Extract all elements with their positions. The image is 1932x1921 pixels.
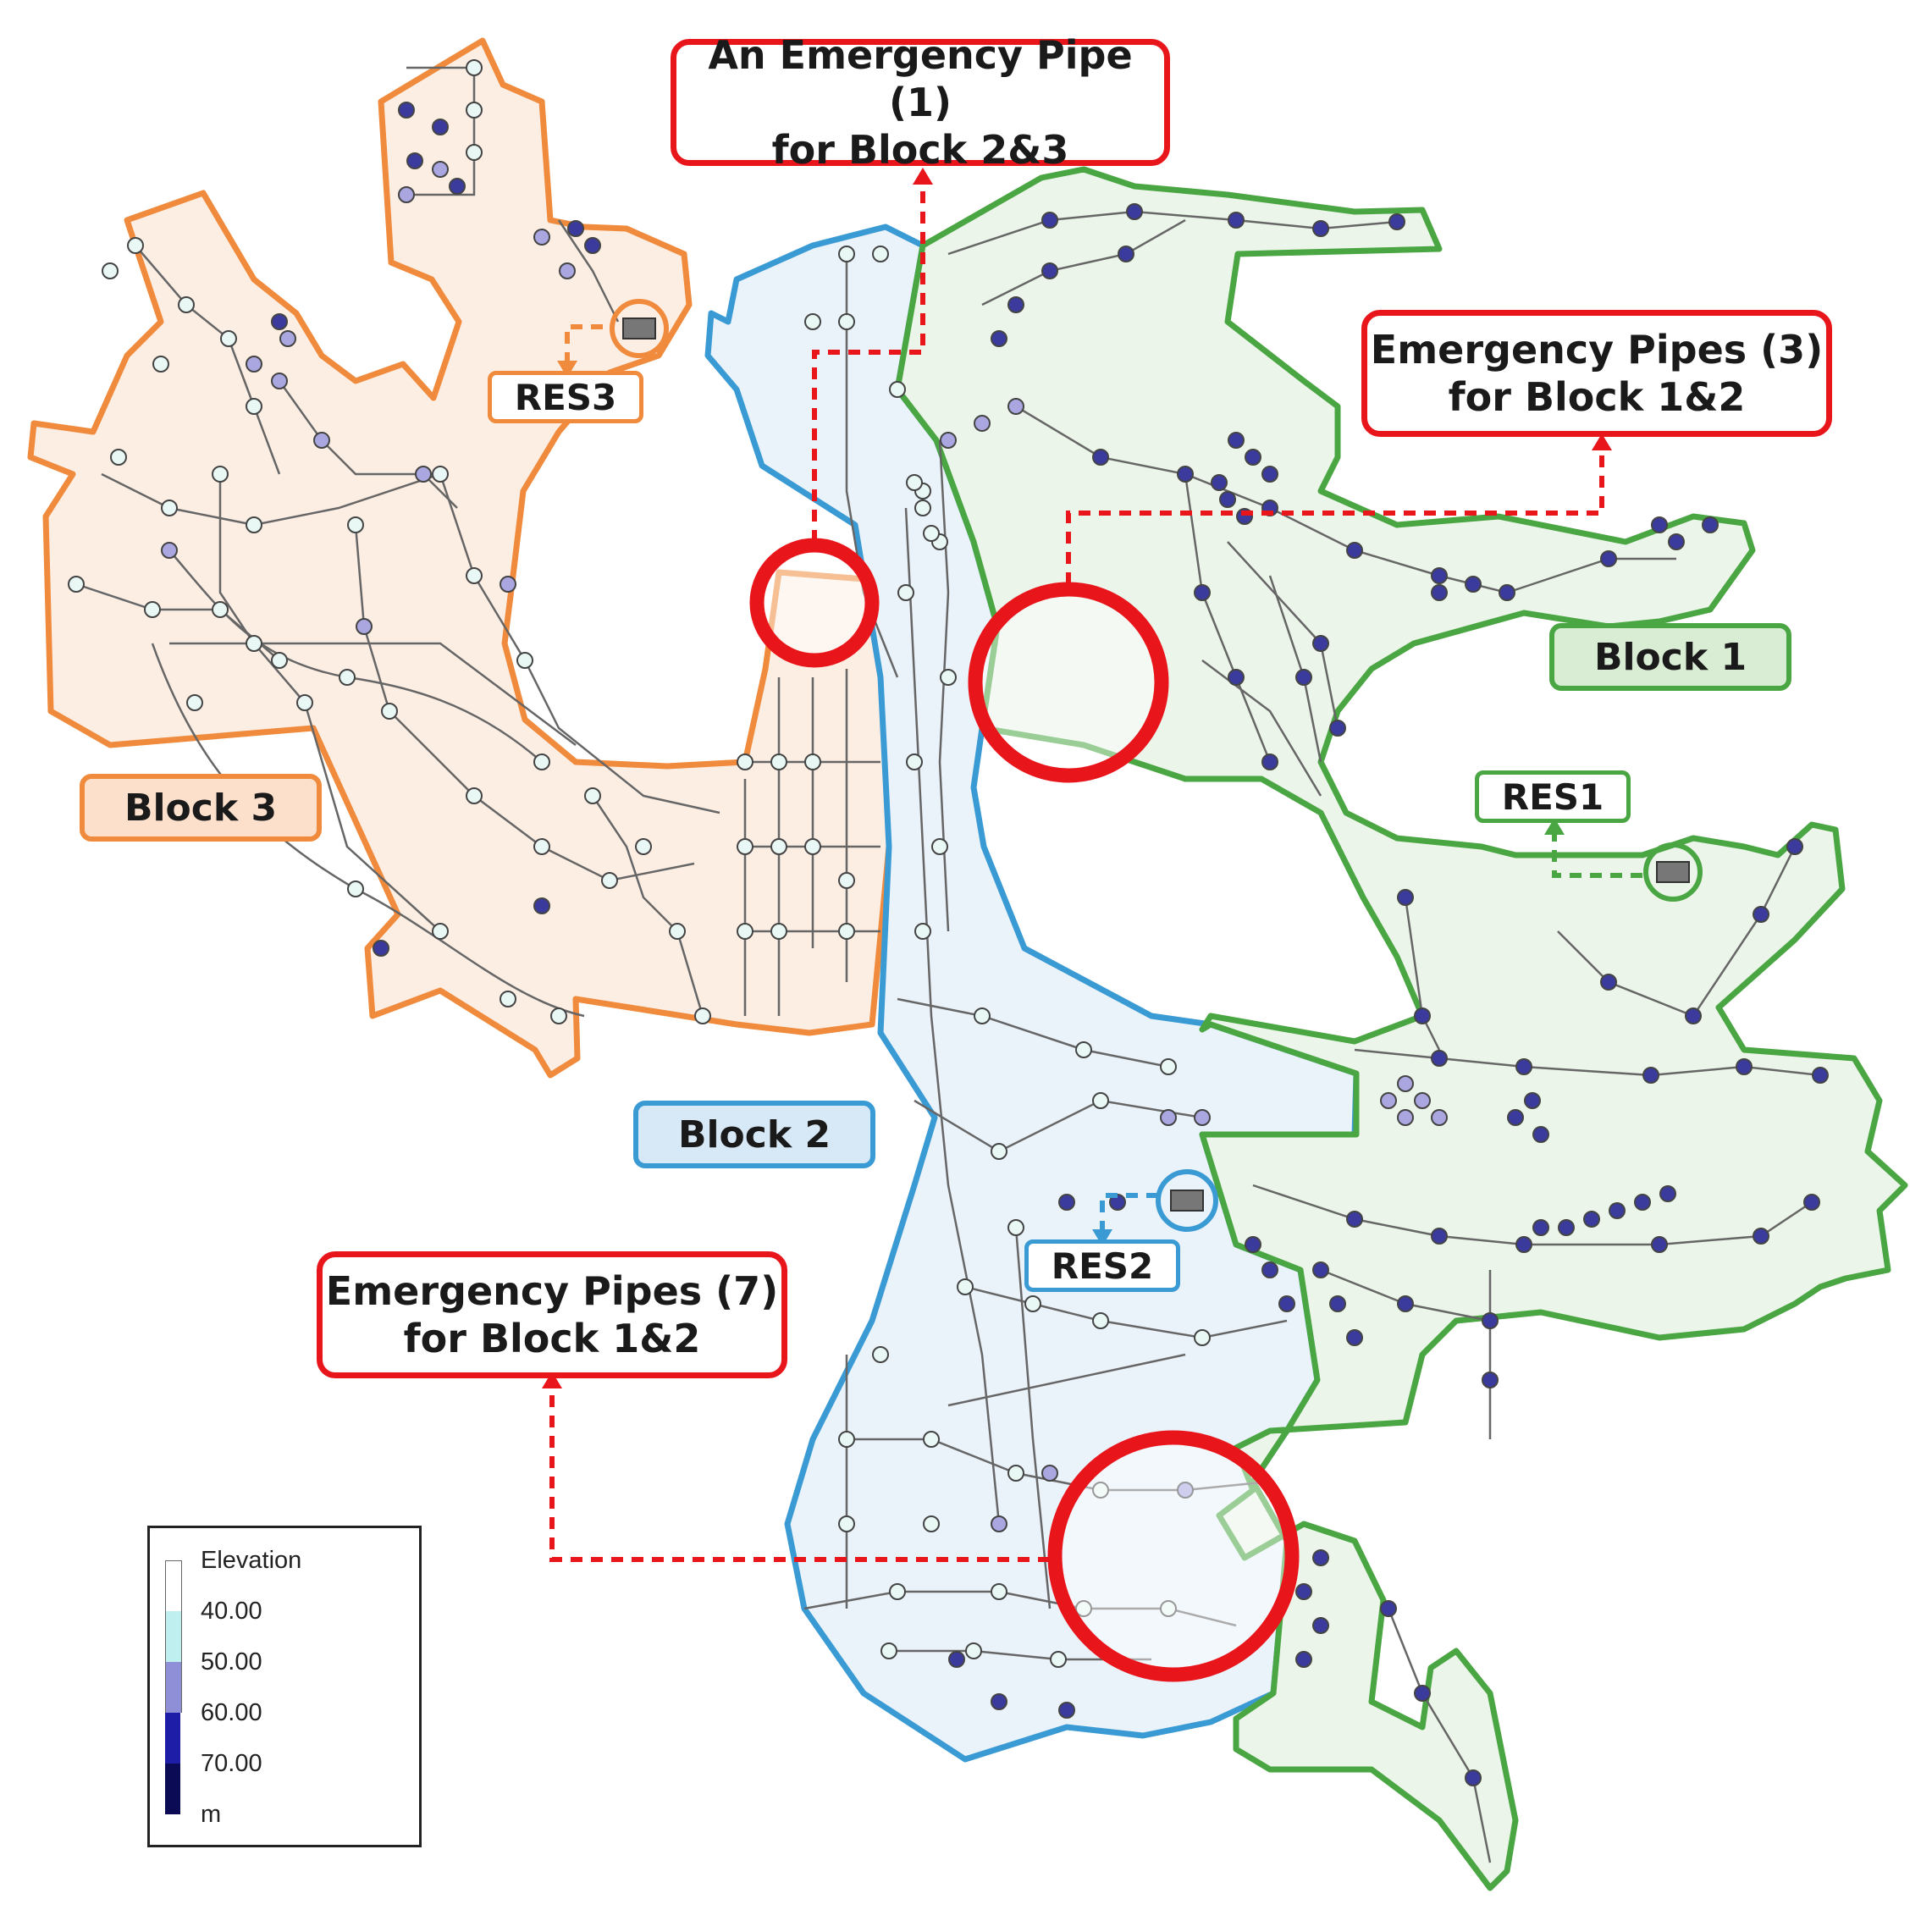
reservoir-res2-marker bbox=[1156, 1169, 1218, 1232]
block-3-region bbox=[27, 37, 892, 1079]
callout-emergency-pipe-block23: An Emergency Pipe (1) for Block 2&3 bbox=[671, 32, 1170, 173]
leader-lines bbox=[549, 185, 1642, 1562]
emergency-pipes-block12-3-circle bbox=[968, 582, 1169, 783]
emergency-pipe-block23-circle bbox=[749, 538, 880, 668]
elevation-legend: Elevation 40.00 50.00 60.00 70.00 m bbox=[147, 1526, 422, 1847]
legend-swatch-below-40 bbox=[165, 1560, 182, 1613]
legend-level-60: 60.00 bbox=[201, 1699, 262, 1726]
callout-emergency-pipes-block12-7: Emergency Pipes (7) for Block 1&2 bbox=[317, 1251, 787, 1378]
callout-line2: for Block 1&2 bbox=[1448, 374, 1746, 420]
callout-line1: Emergency Pipes (3) bbox=[1370, 326, 1824, 373]
block-1-label: Block 1 bbox=[1549, 623, 1791, 691]
callout-emergency-pipes-block12-3: Emergency Pipes (3) for Block 1&2 bbox=[1361, 310, 1832, 437]
legend-level-40: 40.00 bbox=[201, 1598, 262, 1625]
callout-line2: for Block 2&3 bbox=[771, 127, 1069, 174]
res2-label: RES2 bbox=[1024, 1239, 1180, 1292]
reservoir-res1-marker bbox=[1643, 842, 1703, 902]
legend-title: Elevation bbox=[201, 1547, 302, 1574]
legend-swatch-above-70 bbox=[165, 1764, 180, 1814]
legend-unit: m bbox=[201, 1801, 222, 1828]
legend-level-50: 50.00 bbox=[201, 1648, 262, 1675]
legend-swatch-50-60 bbox=[165, 1662, 182, 1713]
callout-line1: An Emergency Pipe (1) bbox=[708, 31, 1133, 125]
emergency-pipes-block12-7-circle bbox=[1047, 1430, 1300, 1682]
callout-line2: for Block 1&2 bbox=[403, 1316, 701, 1361]
junction-nodes bbox=[68, 59, 1829, 1786]
res1-label: RES1 bbox=[1475, 770, 1631, 823]
reservoir-res3-marker bbox=[610, 299, 669, 358]
legend-level-70: 70.00 bbox=[201, 1750, 262, 1777]
block-3-label: Block 3 bbox=[80, 774, 322, 842]
legend-swatch-40-50 bbox=[165, 1611, 182, 1662]
callout-line1: Emergency Pipes (7) bbox=[325, 1267, 779, 1314]
block-1-region bbox=[894, 166, 1908, 1891]
res3-label: RES3 bbox=[488, 371, 643, 423]
block-2-label: Block 2 bbox=[633, 1101, 875, 1168]
legend-swatch-60-70 bbox=[165, 1713, 180, 1764]
leader-arrowheads bbox=[542, 168, 1612, 1388]
